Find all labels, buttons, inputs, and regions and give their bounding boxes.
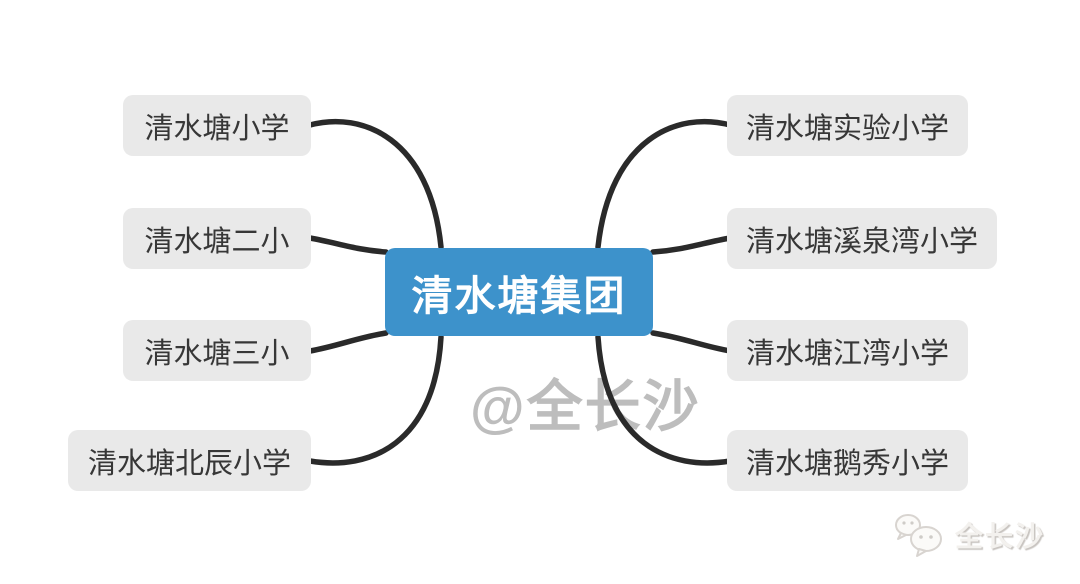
branch-node-qingshuitang-beichen[interactable]: 清水塘北辰小学: [68, 430, 311, 491]
center-watermark: @全长沙: [470, 375, 701, 438]
wechat-bubbles-icon: [895, 514, 942, 557]
branch-node-qingshuitang-exiu[interactable]: 清水塘鹅秀小学: [727, 430, 968, 491]
edge-left-3: [307, 330, 389, 354]
edge-right-1: [595, 118, 733, 250]
branch-node-label: 清水塘江湾小学: [745, 337, 949, 370]
branch-node-label: 清水塘实验小学: [745, 112, 949, 145]
edge-right-4: [595, 334, 733, 466]
branch-node-qingshuitang-primary[interactable]: 清水塘小学: [123, 95, 311, 156]
footer-watermark-label: 全长沙: [955, 521, 1046, 552]
branch-node-qingshuitang-shiyan[interactable]: 清水塘实验小学: [727, 95, 968, 156]
edge-right-3: [650, 330, 733, 354]
branch-node-qingshuitang-no3[interactable]: 清水塘三小: [123, 320, 311, 381]
branch-node-label: 清水塘小学: [144, 112, 290, 145]
edge-left-1: [307, 118, 444, 250]
edge-left-4: [307, 334, 444, 466]
root-node-label: 清水塘集团: [411, 273, 627, 319]
root-node-qingshuitang-group[interactable]: 清水塘集团: [385, 248, 653, 336]
edge-right-2: [650, 235, 733, 255]
branch-node-qingshuitang-no2[interactable]: 清水塘二小: [123, 208, 311, 269]
branch-node-qingshuitang-jiangwan[interactable]: 清水塘江湾小学: [727, 320, 968, 381]
edge-left-2: [307, 235, 389, 255]
branch-node-label: 清水塘溪泉湾小学: [745, 225, 978, 258]
footer-watermark: 全长沙: [893, 511, 1045, 559]
branch-node-label: 清水塘三小: [144, 337, 290, 370]
branch-node-label: 清水塘二小: [144, 225, 290, 258]
branch-node-label: 清水塘北辰小学: [87, 447, 291, 480]
branch-node-qingshuitang-xiquanwan[interactable]: 清水塘溪泉湾小学: [727, 208, 997, 269]
branch-node-label: 清水塘鹅秀小学: [745, 447, 949, 480]
